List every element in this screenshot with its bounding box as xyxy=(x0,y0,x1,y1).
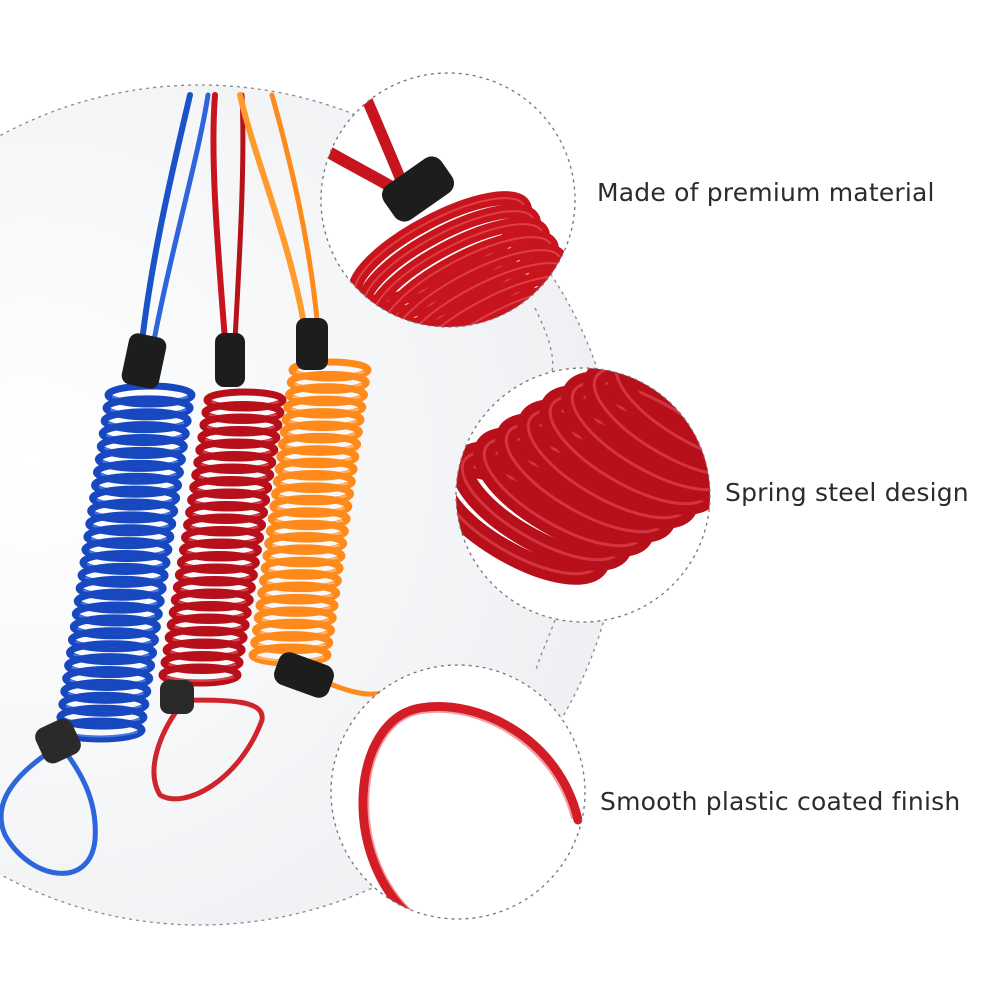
blue-bottom-sleeve xyxy=(35,718,81,764)
red-top-sleeve xyxy=(215,333,245,387)
orange-coil-cable xyxy=(248,358,372,667)
detail-circle-spring-steel xyxy=(455,367,711,623)
red-bottom-sleeve xyxy=(160,680,194,714)
connector-line-1 xyxy=(534,307,554,373)
feature-label-spring-steel: Spring steel design xyxy=(725,478,969,507)
detail-circle-smooth-finish xyxy=(330,664,586,920)
orange-top-sleeve xyxy=(296,318,328,370)
blue-top-sleeve xyxy=(121,333,167,389)
feature-label-smooth-finish: Smooth plastic coated finish xyxy=(600,787,961,816)
feature-label-premium-material: Made of premium material xyxy=(597,178,935,207)
cable-leads xyxy=(137,92,321,365)
blue-coil-cable xyxy=(54,382,196,743)
connector-line-2 xyxy=(535,619,556,671)
orange-bottom-sleeve xyxy=(274,652,334,698)
red-coil-cable xyxy=(158,388,287,687)
